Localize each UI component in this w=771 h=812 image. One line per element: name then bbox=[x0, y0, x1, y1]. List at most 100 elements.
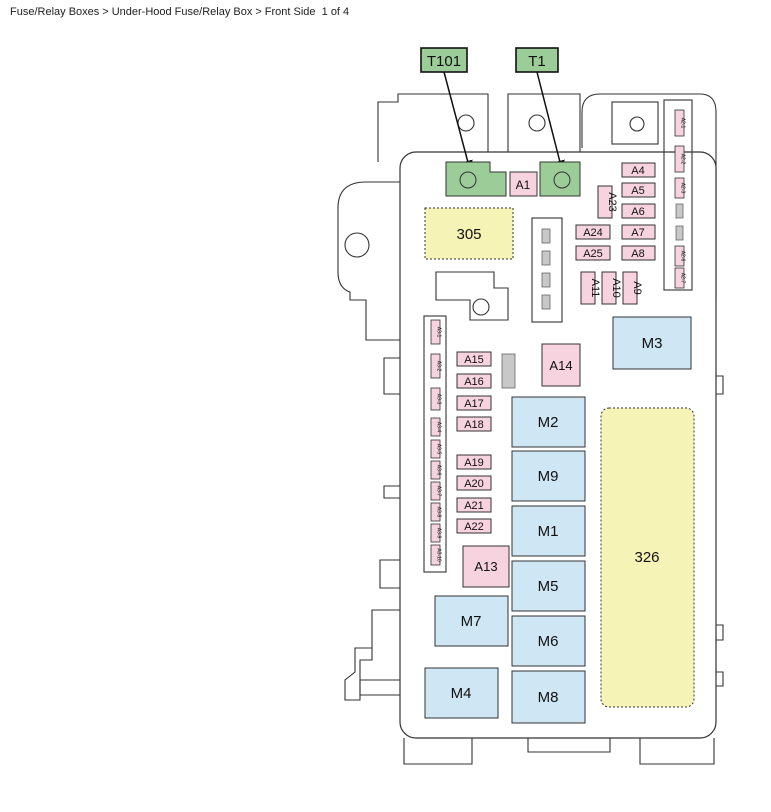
mini-fuse-a3-4-label: A3-4 bbox=[436, 422, 442, 433]
mini-fuse-a3-1[interactable]: A3-1 bbox=[430, 319, 442, 345]
mini-fuse-a3-4[interactable]: A3-4 bbox=[430, 417, 442, 437]
fuse-a8[interactable]: A8 bbox=[621, 245, 656, 261]
callout-t1: T1 bbox=[515, 47, 565, 172]
fuse-a23[interactable]: A23 bbox=[597, 185, 618, 219]
fuse-a15[interactable]: A15 bbox=[456, 351, 492, 367]
relay-m7-label: M7 bbox=[461, 613, 482, 630]
mini-fuse-a3-9[interactable]: A3-9 bbox=[430, 523, 442, 543]
fuse-a13[interactable]: A13 bbox=[462, 545, 510, 588]
fuse-a13-label: A13 bbox=[474, 559, 497, 574]
mini-fuse-a3-5-label: A3-5 bbox=[436, 444, 442, 455]
relay-m8-label: M8 bbox=[538, 689, 559, 706]
fuse-a16-label: A16 bbox=[464, 376, 484, 388]
fuse-a1[interactable]: A1 bbox=[509, 171, 538, 197]
relay-m3-label: M3 bbox=[642, 335, 663, 352]
relay-m1-label: M1 bbox=[538, 523, 559, 540]
fuse-a18-label: A18 bbox=[464, 419, 484, 431]
fuse-a21[interactable]: A21 bbox=[456, 497, 492, 513]
mini-fuse-a3-10[interactable]: A3-10 bbox=[430, 544, 442, 566]
mini-fuse-a3-8[interactable]: A3-8 bbox=[430, 502, 442, 522]
connector-slots bbox=[423, 99, 693, 573]
fuse-a14[interactable]: A14 bbox=[541, 343, 581, 387]
mini-fuse-a3-3-label: A3-3 bbox=[436, 394, 442, 405]
relay-m4[interactable]: M4 bbox=[424, 667, 499, 719]
fuse-a4[interactable]: A4 bbox=[621, 162, 656, 178]
relay-m9-label: M9 bbox=[538, 468, 559, 485]
fuse-a24[interactable]: A24 bbox=[575, 224, 611, 240]
mini-fuse-a3-2[interactable]: A3-2 bbox=[430, 353, 442, 379]
mini-fuse-a2-6-label: A2-6 bbox=[680, 251, 686, 262]
page-indicator: 1 of 4 bbox=[321, 6, 350, 18]
fuse-a19-label: A19 bbox=[464, 457, 484, 469]
terminal-t101[interactable] bbox=[445, 161, 507, 197]
fuse-a21-label: A21 bbox=[464, 500, 484, 512]
mini-fuse-a2-6[interactable]: A2-6 bbox=[674, 245, 686, 267]
mini-fuse-a2-7[interactable]: A2-7 bbox=[674, 267, 686, 289]
callout-t101-label: T101 bbox=[427, 53, 461, 70]
fuse-a25[interactable]: A25 bbox=[575, 245, 611, 261]
fuse-a14-label: A14 bbox=[549, 358, 572, 373]
fuse-a9[interactable]: A9 bbox=[622, 271, 643, 305]
fuse-a22-label: A22 bbox=[464, 521, 484, 533]
mini-fuse-a3-3[interactable]: A3-3 bbox=[430, 387, 442, 411]
relay-m6-label: M6 bbox=[538, 633, 559, 650]
fuse-a11-label: A11 bbox=[589, 279, 601, 298]
fuse-a20[interactable]: A20 bbox=[456, 475, 492, 491]
mini-fuse-a3-6[interactable]: A3-6 bbox=[430, 460, 442, 480]
mini-fuse-a3-10-label: A3-10 bbox=[436, 548, 442, 562]
terminal-t1[interactable] bbox=[539, 161, 581, 197]
fuse-a7-label: A7 bbox=[631, 227, 644, 239]
fuse-a11[interactable]: A11 bbox=[580, 271, 601, 305]
block-326-label: 326 bbox=[634, 549, 659, 566]
fuse-a17-label: A17 bbox=[464, 398, 484, 410]
fuse-a19[interactable]: A19 bbox=[456, 454, 492, 470]
breadcrumb-item-under-hood-box[interactable]: Under-Hood Fuse/Relay Box bbox=[111, 6, 253, 18]
block-305[interactable]: 305 bbox=[424, 207, 514, 260]
mini-fuse-a2-7-label: A2-7 bbox=[680, 273, 686, 284]
breadcrumb-item-fuse-relay-boxes[interactable]: Fuse/Relay Boxes bbox=[10, 6, 100, 18]
relay-m9[interactable]: M9 bbox=[511, 450, 586, 502]
breadcrumb-separator: > bbox=[102, 6, 109, 18]
mini-fuse-a2-2[interactable]: A2-2 bbox=[674, 145, 686, 173]
block-305-label: 305 bbox=[456, 226, 481, 243]
fuse-a18[interactable]: A18 bbox=[456, 416, 492, 432]
mini-fuse-a3-2-label: A3-2 bbox=[436, 361, 442, 372]
mini-fuse-a2-2-label: A2-2 bbox=[680, 154, 686, 165]
relay-m4-label: M4 bbox=[451, 685, 472, 702]
mini-fuse-a3-5[interactable]: A3-5 bbox=[430, 439, 442, 459]
fuse-a24-label: A24 bbox=[583, 227, 603, 239]
mini-fuse-a3-8-label: A3-8 bbox=[436, 507, 442, 518]
relay-m5[interactable]: M5 bbox=[511, 560, 586, 612]
relay-m2[interactable]: M2 bbox=[511, 396, 586, 448]
relay-m7[interactable]: M7 bbox=[434, 595, 509, 647]
callout-t1-label: T1 bbox=[528, 53, 546, 70]
breadcrumb-separator: > bbox=[255, 6, 262, 18]
relay-m8[interactable]: M8 bbox=[511, 670, 586, 724]
fuse-a5[interactable]: A5 bbox=[621, 182, 656, 198]
mini-fuse-a2-3-label: A2-3 bbox=[680, 183, 686, 194]
relay-m6[interactable]: M6 bbox=[511, 615, 586, 667]
fuse-a9-label: A9 bbox=[631, 281, 643, 294]
fuse-a16[interactable]: A16 bbox=[456, 373, 492, 389]
mini-fuse-a3-1-label: A3-1 bbox=[436, 327, 442, 338]
callout-t101: T101 bbox=[420, 47, 473, 172]
fuse-a6-label: A6 bbox=[631, 206, 644, 218]
relay-m3[interactable]: M3 bbox=[612, 316, 692, 370]
fuse-a10[interactable]: A10 bbox=[601, 271, 622, 305]
fuse-a10-label: A10 bbox=[610, 278, 622, 298]
fuse-a25-label: A25 bbox=[583, 248, 603, 260]
block-326[interactable]: 326 bbox=[600, 407, 695, 708]
mini-fuse-a2-3[interactable]: A2-3 bbox=[674, 177, 686, 199]
fuse-a6[interactable]: A6 bbox=[621, 203, 656, 219]
fuse-a8-label: A8 bbox=[631, 248, 644, 260]
fuse-a17[interactable]: A17 bbox=[456, 395, 492, 411]
mini-fuse-a3-7[interactable]: A3-7 bbox=[430, 481, 442, 501]
relay-m1[interactable]: M1 bbox=[511, 505, 586, 557]
fuse-a7[interactable]: A7 bbox=[621, 224, 656, 240]
breadcrumb: Fuse/Relay Boxes>Under-Hood Fuse/Relay B… bbox=[10, 6, 349, 18]
breadcrumb-item-front-side: Front Side bbox=[264, 6, 316, 18]
mini-fuse-a2-1[interactable]: A2-1 bbox=[674, 109, 686, 137]
fuse-a4-label: A4 bbox=[631, 165, 644, 177]
fuse-a22[interactable]: A22 bbox=[456, 518, 492, 534]
mini-fuse-a2-1-label: A2-1 bbox=[680, 118, 686, 129]
